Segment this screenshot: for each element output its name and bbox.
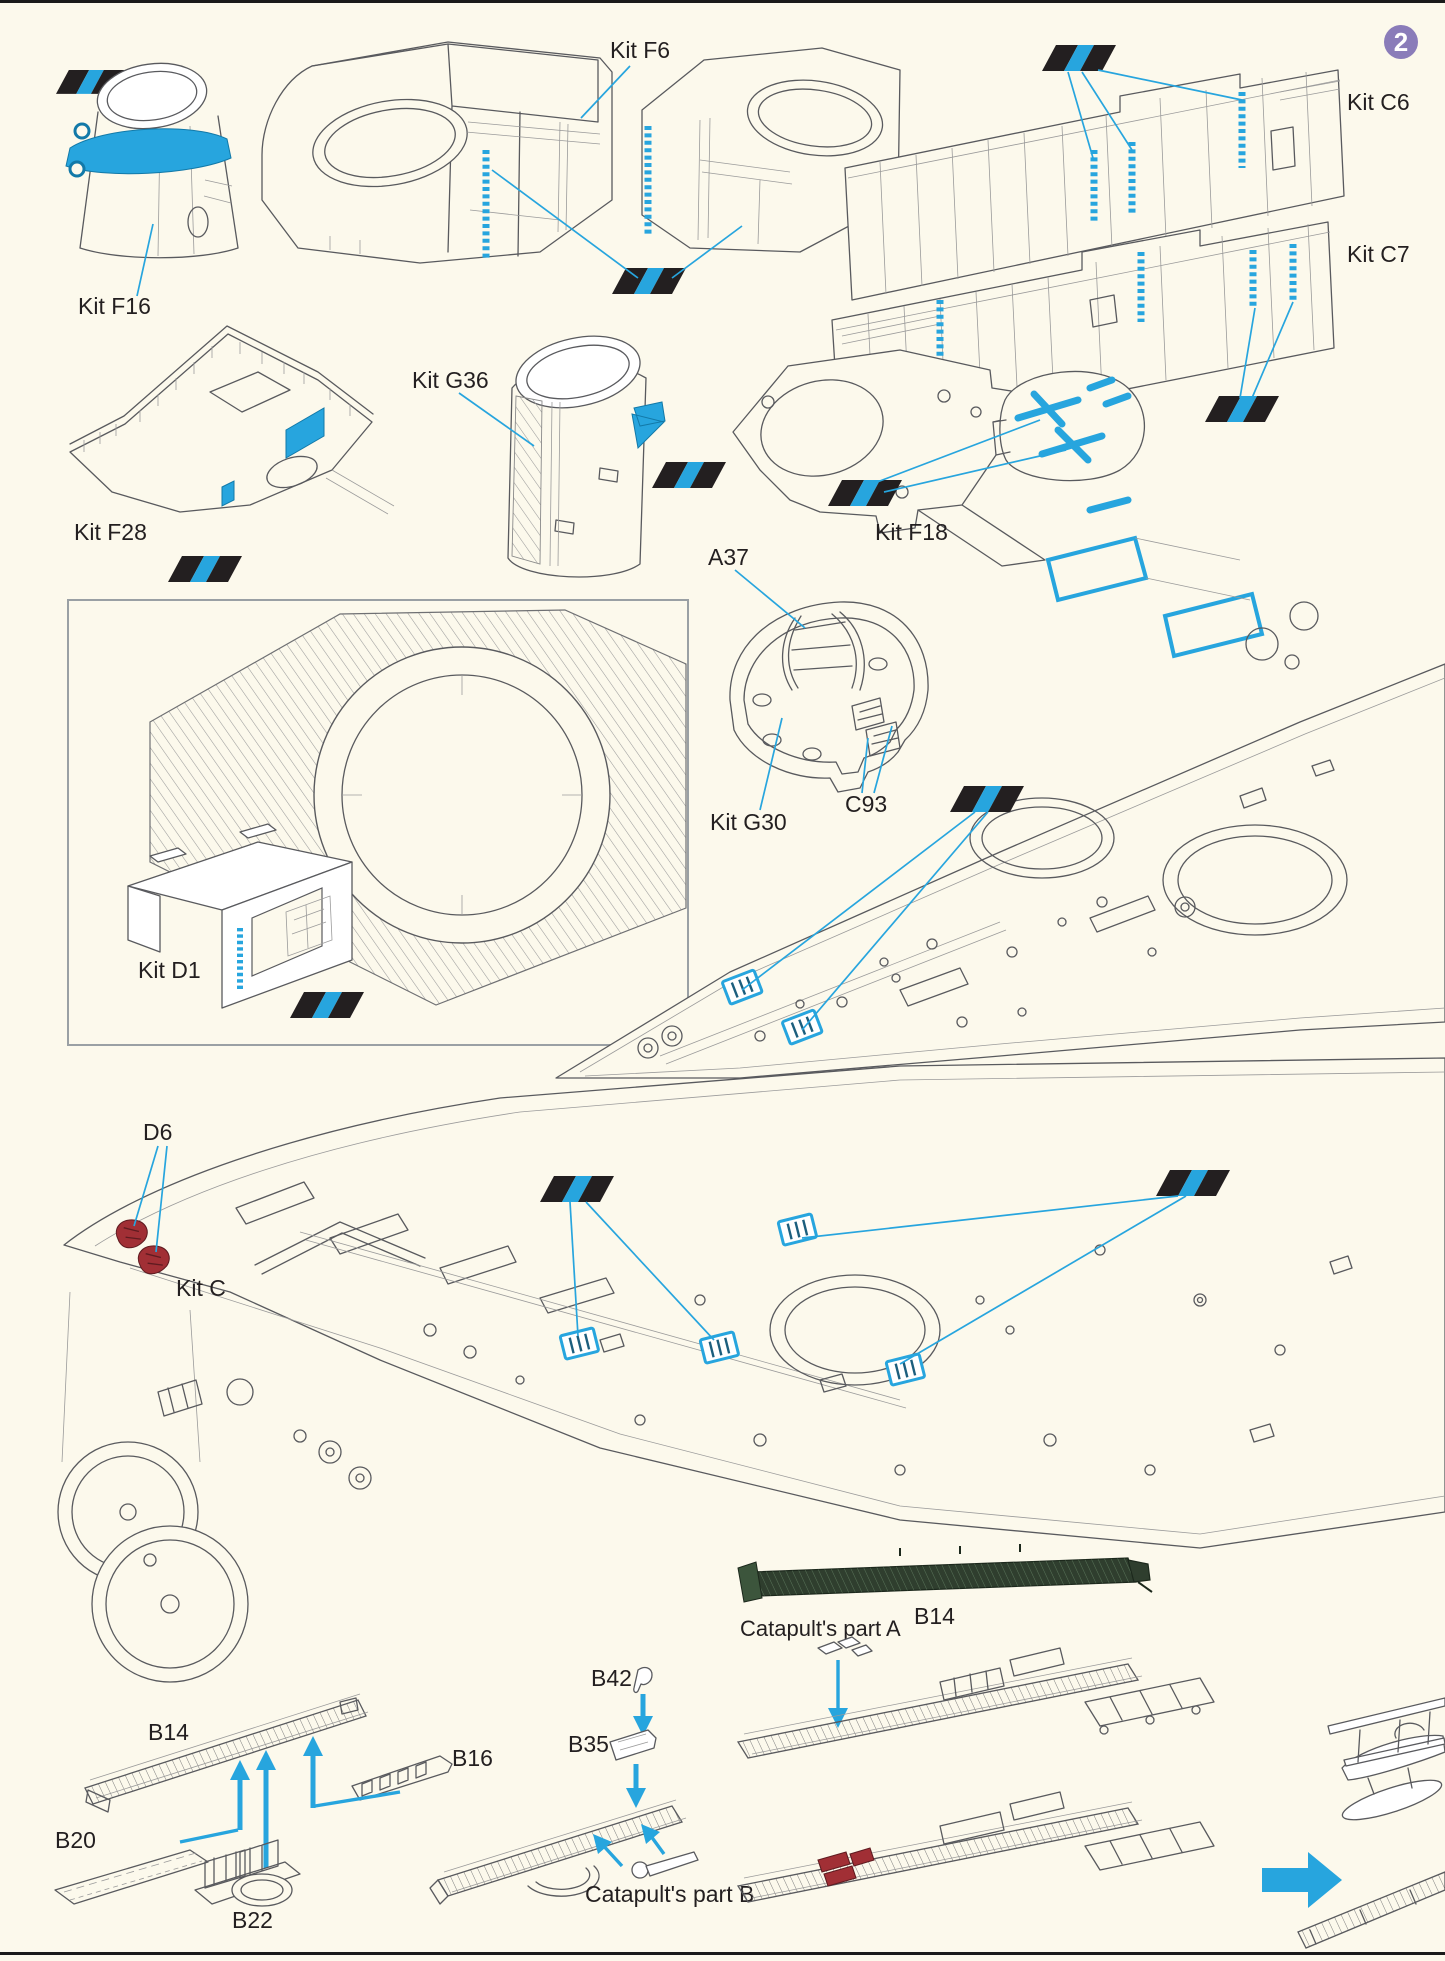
- label-c93: C93: [845, 791, 887, 817]
- label-b16: B16: [452, 1745, 493, 1771]
- figure-kit-f28: Kit F28: [69, 325, 395, 582]
- label-kit-g30: Kit G30: [710, 809, 787, 835]
- figure-kit-g36: Kit G36: [412, 335, 726, 578]
- label-kit-d1: Kit D1: [138, 957, 201, 983]
- pe-stripe-icon: [1205, 396, 1279, 422]
- label-kit-f28: Kit F28: [74, 519, 147, 545]
- figure-kit-f16: Kit F16: [56, 62, 239, 319]
- figure-upper-deck: [555, 663, 1445, 1079]
- figure-kit-f6: Kit F6: [261, 37, 901, 294]
- page-bottom-rule: [0, 1952, 1445, 1955]
- label-kit-c6: Kit C6: [1347, 89, 1410, 115]
- pe-stripe-icon: [1042, 45, 1116, 71]
- label-b20: B20: [55, 1827, 96, 1853]
- pe-stripe-icon: [652, 462, 726, 488]
- label-b35: B35: [568, 1731, 609, 1757]
- label-b42: B42: [591, 1665, 632, 1691]
- label-d6: D6: [143, 1119, 172, 1145]
- label-kit-c: Kit C: [176, 1275, 226, 1301]
- label-kit-g36: Kit G36: [412, 367, 489, 393]
- figure-catapult-parts-left: B14 B20 B22 B16: [54, 1693, 493, 1933]
- label-kit-c7: Kit C7: [1347, 241, 1410, 267]
- page-number: 2: [1394, 27, 1408, 57]
- figure-lower-deck-kit-c: D6 Kit C: [57, 1057, 1445, 1683]
- pe-stripe-icon: [290, 992, 364, 1018]
- label-catapult-part-b: Catapult's part B: [585, 1881, 754, 1907]
- label-b14-crane: B14: [914, 1603, 955, 1629]
- flow-arrow-icon: [1262, 1852, 1342, 1908]
- page-number-badge: 2: [1384, 25, 1418, 59]
- label-kit-f18: Kit F18: [875, 519, 948, 545]
- figure-kit-d1-inset: Kit D1: [67, 599, 689, 1046]
- label-b14-beam: B14: [148, 1719, 189, 1745]
- figure-catapult-right: B14 Catapult's part A: [736, 1544, 1445, 1949]
- figure-kit-c6: Kit C6: [844, 45, 1410, 301]
- label-kit-f6: Kit F6: [610, 37, 670, 63]
- pe-stripe-icon: [950, 786, 1024, 812]
- label-b22: B22: [232, 1907, 273, 1933]
- label-kit-f16: Kit F16: [78, 293, 151, 319]
- page-top-rule: [0, 0, 1445, 3]
- pe-stripe-icon: [168, 556, 242, 582]
- label-a37: A37: [708, 544, 749, 570]
- pe-stripe-icon: [612, 268, 686, 294]
- figure-kit-f18: Kit F18: [732, 349, 1319, 670]
- label-catapult-part-a: Catapult's part A: [740, 1616, 901, 1641]
- figure-kit-g30: A37 Kit G30 C93: [708, 544, 929, 835]
- figure-catapult-center: B42 B35 Catapult's part B: [429, 1665, 754, 1907]
